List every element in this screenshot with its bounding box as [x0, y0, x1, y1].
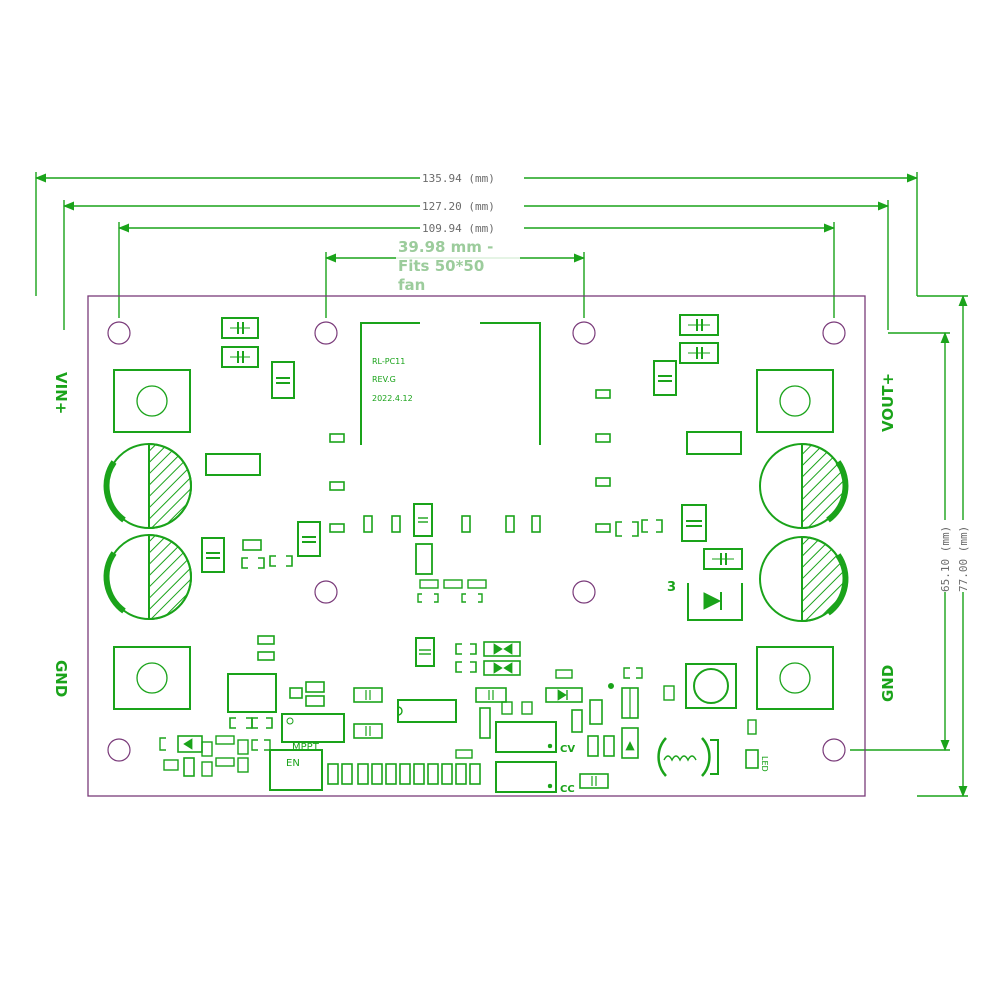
- diode-icon: [621, 727, 639, 759]
- diode-icon: [687, 583, 743, 621]
- dim-height-holes: 65.10 (mm): [939, 526, 952, 592]
- capacitor-icon: [415, 637, 435, 667]
- mppt-label: MPPT: [292, 742, 320, 753]
- capacitor-icon: [221, 317, 259, 339]
- mounting-hole-icon: [572, 321, 596, 345]
- electrolytic-capacitor-icon: [759, 535, 849, 623]
- pin3-label: 3: [667, 580, 676, 595]
- potentiometer: [685, 663, 737, 709]
- resistor-left: [205, 453, 261, 476]
- mounting-hole-icon: [822, 321, 846, 345]
- capacitor-icon: [703, 548, 743, 570]
- connector-cc: [495, 761, 557, 793]
- cv-label: CV: [560, 744, 575, 755]
- capacitor-icon: [475, 687, 507, 703]
- mounting-hole-icon: [572, 580, 596, 604]
- dim-width-mid: 127.20 (mm): [422, 200, 495, 213]
- model-label: RL-PC11: [372, 357, 405, 366]
- electrolytic-capacitor-icon: [103, 533, 192, 621]
- vin-label: VIN+: [52, 372, 70, 414]
- terminal-vout: [756, 369, 834, 433]
- mounting-hole-icon: [822, 738, 846, 762]
- capacitor-icon: [579, 773, 609, 789]
- capacitor-icon: [653, 360, 677, 396]
- mounting-hole-icon: [107, 738, 131, 762]
- terminal-icon: [756, 369, 834, 433]
- inductor-icon: [657, 737, 719, 777]
- terminal-gnd-left: [113, 646, 191, 710]
- capacitor-icon: [271, 361, 295, 399]
- terminal-gnd-right: [756, 646, 834, 710]
- connector-cv: [495, 721, 557, 753]
- resistor-right: [686, 431, 742, 455]
- diode-icon: [483, 641, 521, 657]
- ic-outline: [360, 322, 541, 445]
- led-label: LED: [760, 756, 769, 772]
- electrolytic-capacitor-icon: [759, 442, 849, 530]
- terminal-icon: [756, 646, 834, 710]
- fan-label-line3: fan: [398, 276, 425, 294]
- board-outline: [87, 295, 866, 797]
- capacitor-icon: [297, 521, 321, 557]
- revision-label: REV.G: [372, 375, 396, 384]
- fan-label-line2: Fits 50*50: [398, 257, 484, 275]
- terminal-icon: [113, 646, 191, 710]
- capacitor-icon: [681, 504, 707, 542]
- en-label: EN: [286, 758, 300, 769]
- capacitor-icon: [221, 346, 259, 368]
- diode-icon: [483, 660, 521, 676]
- mounting-hole-icon: [107, 321, 131, 345]
- vout-label: VOUT+: [879, 373, 897, 432]
- capacitor-icon: [413, 503, 433, 537]
- date-label: 2022.4.12: [372, 394, 413, 403]
- terminal-vin: [113, 369, 191, 433]
- gnd-left-label: GND: [52, 660, 70, 697]
- mounting-holes: [107, 321, 846, 762]
- fan-label-line1: 39.98 mm -: [398, 238, 493, 256]
- capacitor-icon: [679, 342, 719, 364]
- capacitor-icon: [353, 687, 383, 703]
- gnd-right-label: GND: [879, 665, 897, 702]
- capacitor-icon: [201, 537, 225, 573]
- capacitor-icon: [679, 314, 719, 336]
- terminal-icon: [113, 369, 191, 433]
- capacitor-icon: [353, 723, 383, 739]
- dim-height-overall: 77.00 (mm): [957, 526, 970, 592]
- mounting-hole-icon: [314, 580, 338, 604]
- cc-label: CC: [560, 784, 575, 795]
- resistor-row: [327, 763, 481, 785]
- dim-width-holes: 109.94 (mm): [422, 222, 495, 235]
- dim-width-overall: 135.94 (mm): [422, 172, 495, 185]
- diode-icon: [177, 735, 203, 753]
- electrolytic-capacitor-icon: [103, 442, 192, 530]
- diode-icon: [545, 687, 583, 703]
- mppt-chip: [281, 713, 345, 743]
- mounting-hole-icon: [314, 321, 338, 345]
